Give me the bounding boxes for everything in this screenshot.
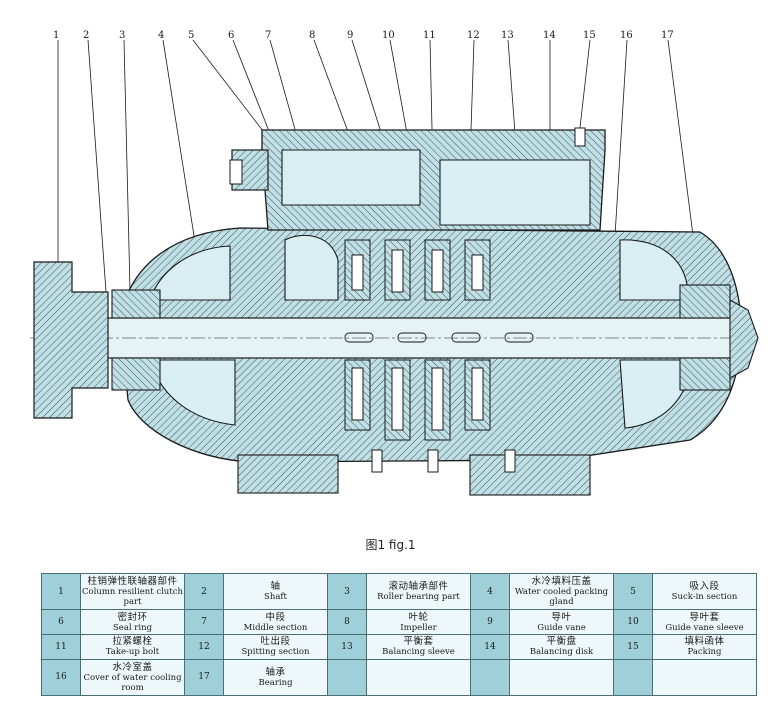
coupling-hub [33, 261, 109, 419]
callout-3: 3 [119, 30, 125, 41]
guide-vane-channels [351, 249, 484, 431]
legend-num: 17 [184, 658, 224, 697]
legend-num: 6 [41, 609, 81, 635]
callout-14: 14 [543, 30, 556, 41]
callout-15: 15 [583, 30, 596, 41]
pump-cross-section-drawing: 1 2 3 4 5 6 7 8 9 10 11 12 13 14 15 16 1… [30, 30, 760, 496]
callout-16: 16 [620, 30, 633, 41]
callout-11: 11 [423, 30, 436, 41]
callout-9: 9 [347, 30, 353, 41]
callout-12: 12 [467, 30, 480, 41]
legend-num: 1 [41, 572, 81, 611]
legend-num: 2 [184, 572, 224, 611]
callout-4: 4 [158, 30, 164, 41]
callout-13: 13 [501, 30, 514, 41]
legend-num: 7 [184, 609, 224, 635]
legend-empty-num [613, 658, 653, 697]
legend-num: 10 [613, 609, 653, 635]
callout-numbers: 1 2 3 4 5 6 7 8 9 10 11 12 13 14 15 16 1… [53, 30, 674, 41]
tie-bolts [229, 127, 586, 473]
support-feet [237, 454, 591, 496]
legend-num: 12 [184, 633, 224, 660]
legend-num: 16 [41, 658, 81, 697]
bearing-housings [111, 284, 731, 391]
legend-num: 3 [327, 572, 367, 611]
callout-10: 10 [382, 30, 395, 41]
callout-17: 17 [661, 30, 674, 41]
legend-num: 8 [327, 609, 367, 635]
flow-chambers [149, 149, 691, 429]
callout-5: 5 [188, 30, 194, 41]
legend-empty-item [509, 658, 614, 697]
legend-num: 11 [41, 633, 81, 660]
callout-6: 6 [228, 30, 234, 41]
callout-7: 7 [265, 30, 271, 41]
legend-empty-num [470, 658, 510, 697]
legend-empty-item [366, 658, 471, 697]
legend-empty-num [327, 658, 367, 697]
legend-num: 9 [470, 609, 510, 635]
end-cover [729, 299, 759, 379]
callout-8: 8 [309, 30, 315, 41]
shaft-keyways [344, 332, 534, 343]
legend-num: 14 [470, 633, 510, 660]
callout-2: 2 [83, 30, 89, 41]
figure-caption: 图1 fig.1 [365, 538, 416, 552]
legend-num: 13 [327, 633, 367, 660]
legend-empty-item [652, 658, 757, 697]
legend-num: 4 [470, 572, 510, 611]
legend-num: 15 [613, 633, 653, 660]
legend-num: 5 [613, 572, 653, 611]
callout-1: 1 [53, 30, 59, 41]
